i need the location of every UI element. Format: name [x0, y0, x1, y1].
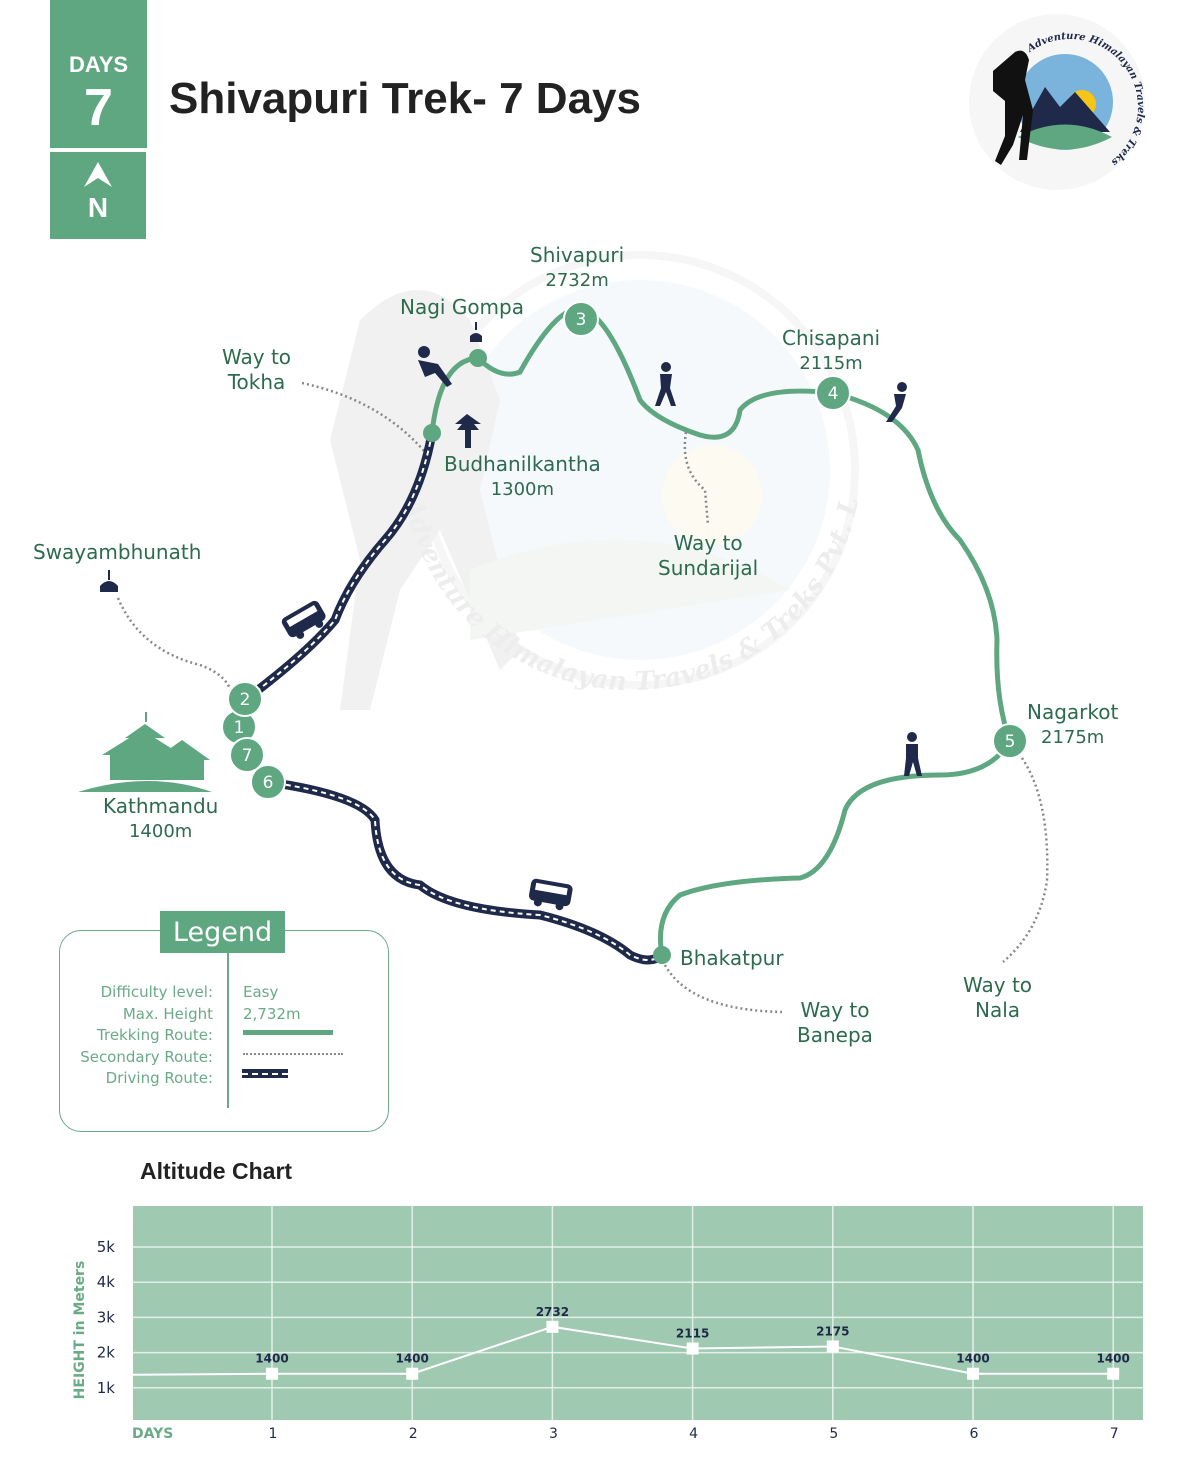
legend-trekking-swatch	[243, 1030, 333, 1035]
legend-driving-swatch	[242, 1069, 288, 1078]
x-tick-label: 5	[829, 1426, 838, 1442]
x-axis-label: DAYS	[132, 1426, 173, 1442]
day-marker-label: 6	[263, 773, 274, 793]
altitude-line	[132, 1325, 1114, 1376]
day-marker-label: 3	[576, 310, 587, 330]
altitude-data-label: 1400	[956, 1352, 989, 1366]
chart-title: Altitude Chart	[140, 1158, 293, 1184]
day-marker-label: 4	[828, 384, 839, 404]
temple-icon	[455, 414, 481, 448]
hiker-icon	[904, 732, 922, 776]
day-marker-label: 7	[242, 746, 253, 766]
bus-icon	[281, 600, 326, 639]
y-tick-label: 1k	[97, 1379, 116, 1397]
day-marker-label: 5	[1005, 732, 1016, 752]
altitude-point	[967, 1367, 979, 1380]
x-tick-label: 6	[970, 1426, 979, 1442]
legend-divider	[227, 950, 229, 1108]
day-marker-circle	[250, 764, 286, 800]
days-value: 7	[84, 79, 113, 137]
day-marker-label: 1	[234, 718, 245, 738]
chart-plot-area	[133, 1206, 1143, 1420]
altitude-data-label: 1400	[1096, 1352, 1129, 1366]
y-tick-label: 5k	[97, 1238, 116, 1256]
legend-secondary-swatch	[243, 1053, 343, 1055]
altitude-data-label: 2732	[536, 1305, 569, 1319]
north-label: N	[87, 192, 109, 223]
day-marker-label: 2	[240, 690, 251, 710]
x-tick-label: 2	[409, 1426, 418, 1442]
hiker-icon	[655, 362, 676, 406]
company-logo: Adventure Himalayan Travels & Treks Pvt.…	[960, 12, 1146, 190]
day-marker-circle	[229, 737, 265, 773]
driving-route	[255, 432, 665, 965]
x-tick-label: 7	[1110, 1426, 1119, 1442]
altitude-data-label: 1400	[255, 1352, 288, 1366]
y-tick-label: 2k	[97, 1344, 116, 1362]
y-axis-label: HEIGHT in Meters	[72, 1261, 88, 1400]
y-tick-label: 4k	[97, 1273, 116, 1291]
altitude-point	[826, 1340, 839, 1353]
stupa-icon	[470, 322, 482, 342]
hiker-icon	[886, 382, 907, 422]
x-tick-label: 1	[269, 1426, 278, 1442]
legend-title: Legend	[160, 911, 285, 953]
legend-value: 2,732m	[243, 1004, 301, 1023]
secondary-routes	[116, 381, 1049, 1014]
legend-label: Difficulty level:	[100, 983, 213, 1001]
stupa-icon	[100, 570, 118, 592]
legend-label: Driving Route:	[105, 1069, 213, 1087]
kathmandu-temple-icon	[78, 712, 212, 792]
route-map: Adventure Himalayan Travels & Treks Pvt.…	[0, 0, 1049, 1014]
day-marker-circle	[992, 723, 1028, 759]
north-arrow-icon	[84, 162, 112, 187]
day-markers: 1 2 3 4 5 67	[221, 301, 1028, 800]
page-title: Shivapuri Trek- 7 Days	[169, 74, 641, 123]
altitude-data-label: 2115	[676, 1327, 709, 1341]
place-nagi-gompa: Nagi Gompa	[400, 295, 524, 319]
altitude-point	[546, 1320, 559, 1333]
bus-icons	[281, 600, 573, 911]
y-tick-label: 3k	[97, 1308, 116, 1326]
day-marker-circle	[563, 301, 599, 337]
landmark-icons	[100, 322, 482, 592]
hiker-icons	[418, 346, 922, 776]
legend-label: Max. Height	[122, 1004, 213, 1023]
place-bhakatpur: Bhakatpur	[680, 946, 784, 970]
altitude-chart: 1k 2k 3k 4k 5k 1 2 3 4 5 6 7 1400 1400 2732 2115 2175 140…	[72, 1206, 1143, 1442]
bus-icon	[528, 878, 573, 911]
watermark: Adventure Himalayan Travels & Treks Pvt.…	[0, 0, 865, 710]
x-tick-label: 4	[689, 1426, 698, 1442]
north-indicator: N	[50, 152, 146, 239]
x-tick-label: 3	[549, 1426, 558, 1442]
altitude-point	[266, 1367, 278, 1380]
altitude-point	[686, 1342, 699, 1355]
altitude-data-label: 1400	[395, 1352, 428, 1366]
altitude-point	[406, 1367, 419, 1380]
day-marker-circle	[227, 681, 263, 717]
day-marker-circle	[815, 375, 851, 411]
place-swayambhunath: Swayambhunath	[33, 540, 202, 564]
route-points	[423, 349, 671, 964]
days-badge: DAYS 7	[50, 0, 147, 148]
days-label: DAYS	[68, 52, 129, 77]
altitude-point	[1107, 1367, 1120, 1380]
altitude-data-label: 2175	[816, 1324, 849, 1338]
legend-label: Trekking Route:	[97, 1026, 213, 1044]
legend-value: Easy	[243, 983, 279, 1001]
legend-label: Secondary Route:	[80, 1047, 213, 1066]
climber-icon	[418, 346, 452, 387]
